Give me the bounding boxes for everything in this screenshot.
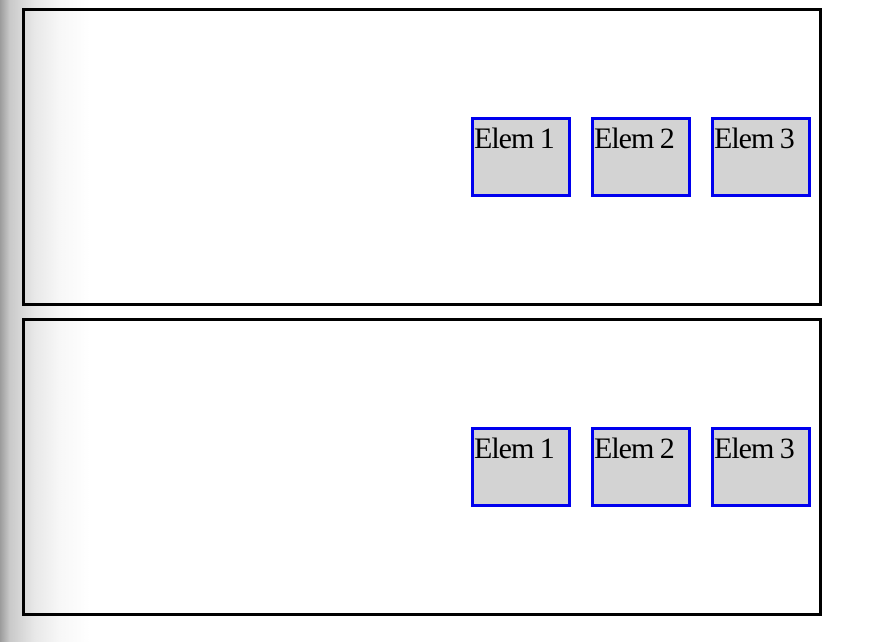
item-row-2: Elem 1 Elem 2 Elem 3 [471, 427, 811, 507]
left-edge-shadow [0, 0, 90, 642]
elem-box: Elem 1 [471, 117, 571, 197]
elem-box: Elem 2 [591, 427, 691, 507]
elem-box: Elem 1 [471, 427, 571, 507]
item-row-1: Elem 1 Elem 2 Elem 3 [471, 117, 811, 197]
elem-box: Elem 2 [591, 117, 691, 197]
flex-container-2: Elem 1 Elem 2 Elem 3 [22, 318, 822, 616]
elem-box: Elem 3 [711, 427, 811, 507]
elem-box: Elem 3 [711, 117, 811, 197]
flex-container-1: Elem 1 Elem 2 Elem 3 [22, 8, 822, 306]
